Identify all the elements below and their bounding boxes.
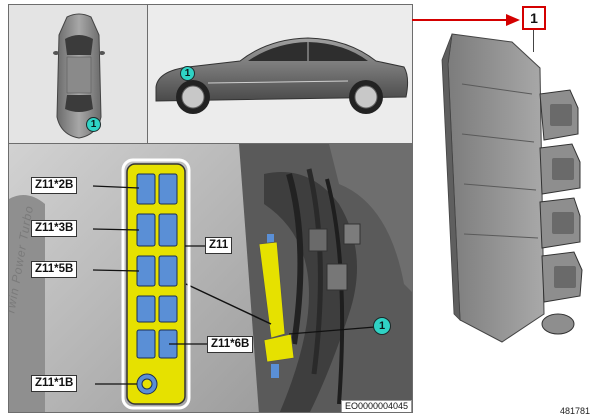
side-view-callout: 1 xyxy=(180,66,195,81)
detail-callout: 1 xyxy=(373,317,391,335)
label-z11-6b: Z11*6B xyxy=(207,336,254,353)
label-z11: Z11 xyxy=(205,237,233,254)
label-z11-1b: Z11*1B xyxy=(31,375,78,392)
car-top-view xyxy=(53,13,105,139)
figure-number: 481781 xyxy=(560,406,591,416)
label-z11-2b: Z11*2B xyxy=(31,177,78,194)
side-view-panel: 1 xyxy=(147,4,413,144)
engine-bay-detail-panel: Twin Power Turbo Z11*2B Z11*3B Z11 Z11*5… xyxy=(8,143,413,413)
part-number-label: 1 xyxy=(522,6,546,30)
label-z11-5b: Z11*5B xyxy=(31,261,78,278)
car-side-view xyxy=(155,37,409,114)
reference-code: EO0000004045 xyxy=(341,400,412,412)
control-unit-illustration xyxy=(441,33,583,343)
red-arrow xyxy=(412,14,520,26)
top-view-panel: 1 xyxy=(8,4,148,144)
label-z11-3b: Z11*3B xyxy=(31,220,78,237)
top-view-callout: 1 xyxy=(86,117,101,132)
part-leader xyxy=(533,30,534,52)
